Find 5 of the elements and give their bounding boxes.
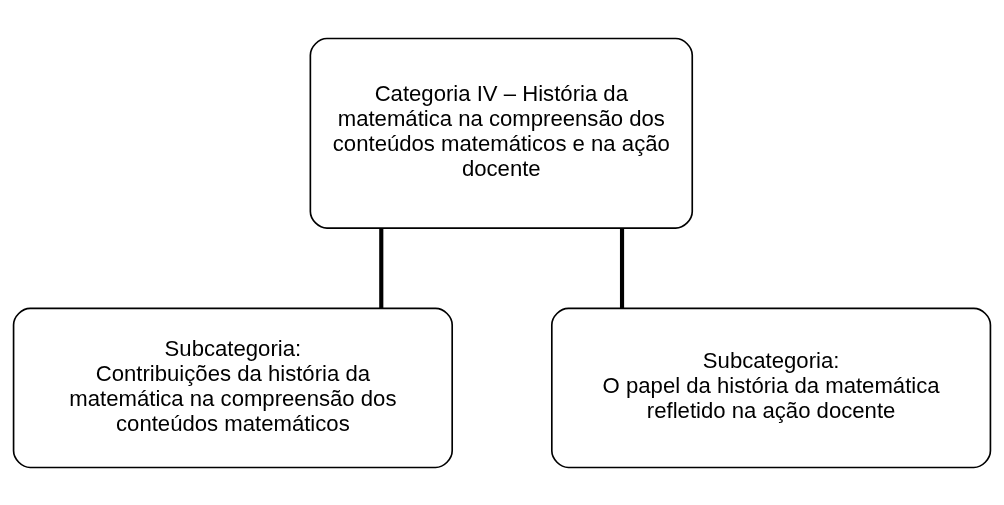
node-box: Subcategoria: O papel da história da matemática refletido na ação docente bbox=[550, 307, 992, 468]
connector bbox=[619, 227, 625, 308]
node-box: Subcategoria: Contribuições da história da matemática na compreensão dos conteúdos matemáticos bbox=[12, 307, 453, 468]
connector bbox=[379, 227, 384, 308]
node-box: Categoria IV – História da matemática na compreensão dos conteúdos matemáticos e na ação docente bbox=[309, 37, 694, 229]
